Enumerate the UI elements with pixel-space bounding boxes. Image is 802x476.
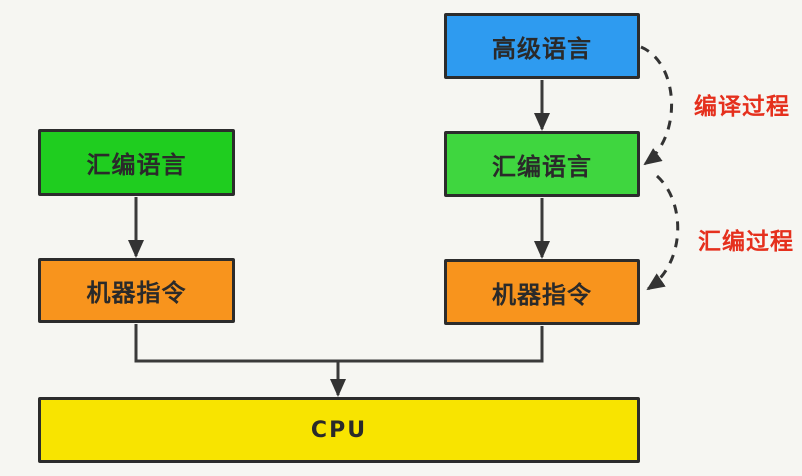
box-machine-instructions-left: 机器指令 <box>38 258 235 323</box>
dashed-curve-compile-process <box>640 45 674 166</box>
dashed-curve-assemble-process <box>646 174 680 291</box>
box-assembly-language-right-label: 汇编语言 <box>492 152 592 181</box>
box-cpu-label: CPU <box>310 417 368 443</box>
box-machine-instructions-right-label: 机器指令 <box>492 280 592 309</box>
compile-process-label: 编译过程 <box>694 94 790 120</box>
box-assembly-language-right: 汇编语言 <box>444 131 640 197</box>
box-cpu: CPU <box>38 397 640 463</box>
box-high-level-language-label: 高级语言 <box>492 34 592 63</box>
box-high-level-language: 高级语言 <box>444 13 640 79</box>
bus-machine-to-cpu <box>134 324 544 363</box>
box-machine-instructions-right: 机器指令 <box>444 259 640 325</box>
box-machine-instructions-left-label: 机器指令 <box>86 279 187 307</box>
box-assembly-language-left-label: 汇编语言 <box>86 151 187 179</box>
box-assembly-language-left: 汇编语言 <box>38 129 235 196</box>
assemble-process-label: 汇编过程 <box>698 229 794 255</box>
